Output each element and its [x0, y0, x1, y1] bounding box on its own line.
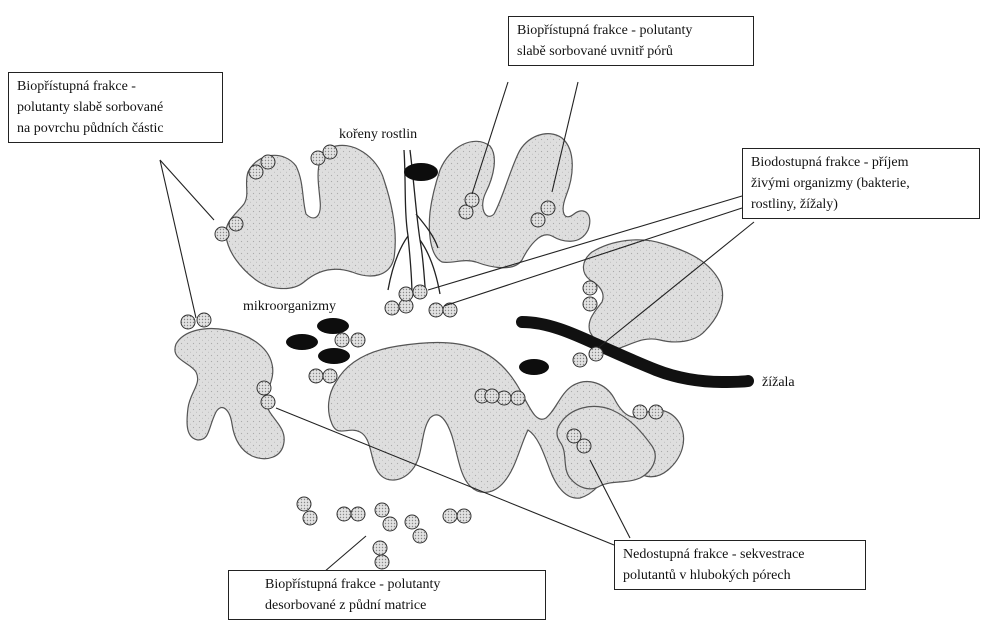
callout-line: Biodostupná frakce - příjem: [751, 152, 971, 173]
callout-line: polutanty slabě sorbované: [17, 97, 214, 118]
pollutant-molecule: [373, 541, 387, 555]
pollutant-molecule: [257, 381, 271, 395]
pollutant-molecule: [485, 389, 499, 403]
pollutant-molecule: [215, 227, 229, 241]
callout-unavailable-sequestration: Nedostupná frakce - sekvestrace polutant…: [614, 540, 866, 590]
pollutant-molecule: [261, 155, 275, 169]
pollutant-molecule: [583, 297, 597, 311]
pollutant-molecule: [413, 529, 427, 543]
pollutant-molecule: [457, 509, 471, 523]
callout-line: Biopřístupná frakce -: [17, 76, 214, 97]
pollutant-molecule: [443, 509, 457, 523]
pollutant-molecule: [531, 213, 545, 227]
pollutant-molecule: [583, 281, 597, 295]
callout-bioaccessible-desorbed: Biopřístupná frakce - polutanty desorbov…: [228, 570, 546, 620]
pollutant-molecule: [323, 145, 337, 159]
pollutant-molecule: [323, 369, 337, 383]
pollutant-molecule: [297, 497, 311, 511]
soil-particle-upper-center: [429, 134, 589, 268]
pollutant-molecule: [385, 301, 399, 315]
pollutant-molecule: [303, 511, 317, 525]
pollutant-molecule: [399, 287, 413, 301]
pollutant-molecule: [351, 507, 365, 521]
pollutant-molecule: [429, 303, 443, 317]
callout-line: na povrchu půdních částic: [17, 118, 214, 139]
pollutant-molecule: [577, 439, 591, 453]
pollutant-molecule: [589, 347, 603, 361]
pollutant-molecule: [375, 503, 389, 517]
callout-bioaccessible-pores: Biopřístupná frakce - polutanty slabě so…: [508, 16, 754, 66]
callout-line: živými organizmy (bakterie,: [751, 173, 971, 194]
callout-line: slabě sorbované uvnitř pórů: [517, 41, 745, 62]
pollutant-molecule: [405, 515, 419, 529]
label-earthworm: žížala: [762, 374, 795, 392]
pollutant-molecule: [541, 201, 555, 215]
callout-line: Nedostupná frakce - sekvestrace: [623, 544, 857, 565]
pollutant-molecule: [181, 315, 195, 329]
pollutant-molecule: [309, 369, 323, 383]
callout-line: rostliny, žížaly): [751, 194, 971, 215]
pollutant-molecule: [413, 285, 427, 299]
pollutant-molecule: [261, 395, 275, 409]
pollutant-molecule: [465, 193, 479, 207]
pollutant-molecule: [649, 405, 663, 419]
pollutant-molecule: [249, 165, 263, 179]
pollutant-molecule: [229, 217, 243, 231]
pollutant-molecule: [335, 333, 349, 347]
pollutant-molecule: [511, 391, 525, 405]
callout-line: Biopřístupná frakce - polutanty: [265, 574, 537, 595]
pollutant-molecule: [375, 555, 389, 569]
soil-particle-right: [583, 240, 722, 349]
pollutant-molecule: [337, 507, 351, 521]
pollutant-molecule: [197, 313, 211, 327]
pollutant-molecule: [633, 405, 647, 419]
pollutant-molecule: [383, 517, 397, 531]
callout-bioavailable-uptake: Biodostupná frakce - příjem živými organ…: [742, 148, 980, 219]
callout-line: desorbované z půdní matrice: [265, 595, 537, 616]
label-microorganisms: mikroorganizmy: [243, 298, 336, 316]
pollutant-molecule: [351, 333, 365, 347]
callout-line: Biopřístupná frakce - polutanty: [517, 20, 745, 41]
pollutant-molecule: [573, 353, 587, 367]
callout-bioaccessible-surface: Biopřístupná frakce - polutanty slabě so…: [8, 72, 223, 143]
callout-line: polutantů v hlubokých pórech: [623, 565, 857, 586]
label-plant-roots: kořeny rostlin: [339, 126, 417, 144]
